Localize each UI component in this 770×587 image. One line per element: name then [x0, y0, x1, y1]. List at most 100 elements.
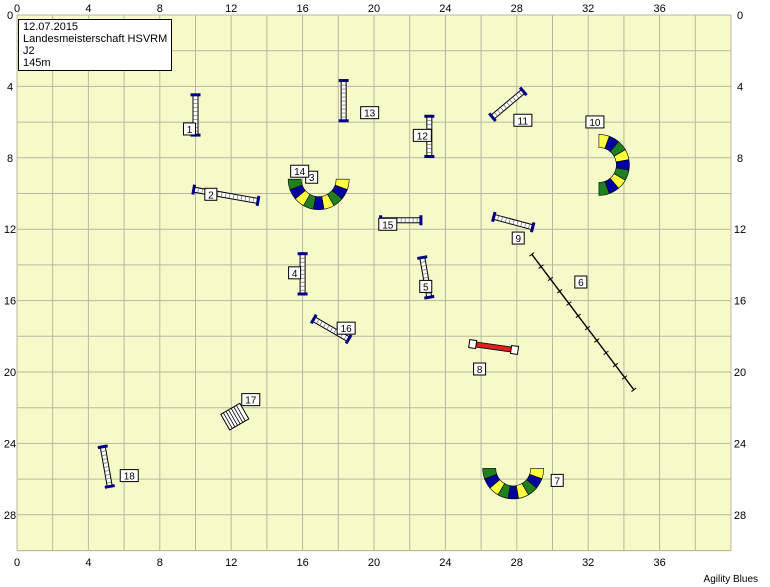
label-box: [204, 187, 218, 201]
obstacle-number: 2: [208, 190, 214, 201]
obstacle-number: 12: [417, 131, 429, 142]
label-box: [513, 113, 533, 127]
jump-bar-stripe: [420, 261, 426, 263]
x-tick-label-top: 16: [296, 3, 308, 15]
jump-bar-stripe: [426, 292, 432, 295]
jump-bar-stripe: [197, 187, 199, 193]
jump-wing: [424, 294, 435, 300]
x-tick-label-top: 20: [368, 3, 380, 15]
jump-bar: [340, 80, 347, 121]
jump-bar-stripe: [102, 458, 108, 460]
course-length: 145m: [23, 57, 51, 69]
jump-bar-stripe: [323, 323, 327, 328]
table-line: [228, 409, 238, 426]
jump-bar-stripe: [217, 191, 219, 197]
weave-pole: [566, 301, 572, 306]
jump-wing: [344, 334, 353, 345]
jump-wing: [424, 155, 435, 159]
event-name: Landesmeisterschaft HSVRM: [23, 33, 168, 45]
tunnel-obstacle: [287, 178, 350, 211]
jump-bar-stripe: [319, 321, 323, 326]
y-tick-label-right: 24: [734, 438, 746, 450]
obstacle-number: 3: [309, 173, 315, 184]
jump-bar-stripe: [316, 319, 320, 324]
jump-bar-stripe: [501, 216, 503, 222]
obstacle-number-label: 1: [183, 122, 196, 136]
jump-obstacle: [309, 314, 353, 345]
jump-bar-stripe: [423, 277, 429, 279]
jump-bar-stripe: [494, 112, 498, 117]
obstacle-number-label: 2: [204, 187, 218, 201]
credit-text: Agility Blues: [703, 574, 758, 585]
weave-pole: [556, 289, 563, 294]
jump-bar-stripe: [224, 192, 227, 198]
obstacle-number: 13: [364, 109, 376, 120]
label-box: [336, 321, 356, 335]
obstacle-number: 18: [124, 472, 136, 483]
jump-bar-stripe: [518, 91, 523, 96]
jump-bar-stripe: [506, 101, 510, 107]
obstacle-number: 10: [589, 118, 601, 129]
label-box: [419, 279, 433, 293]
jump-obstacle: [297, 252, 308, 296]
x-tick-label-top: 36: [653, 3, 665, 15]
a-frame-contact: [468, 339, 478, 350]
obstacle-number-label: 5: [419, 279, 433, 293]
y-tick-label-left: 24: [4, 438, 16, 450]
jump-wing: [424, 114, 435, 118]
jump-obstacle: [97, 444, 115, 489]
jump-wing: [338, 119, 349, 123]
jump-bar-stripe: [106, 481, 112, 484]
weave-pole: [529, 252, 535, 257]
jump-bar-stripe: [528, 223, 530, 229]
y-tick-label-right: 4: [737, 81, 743, 93]
y-tick-label-right: 28: [734, 510, 746, 522]
jump-bar-stripe: [236, 194, 239, 200]
x-tick-label-top: 12: [225, 3, 237, 15]
label-box: [241, 393, 261, 407]
y-tick-label-right: 8: [737, 153, 743, 165]
obstacle-number-label: 9: [511, 231, 525, 245]
jump-bar-stripe: [512, 219, 515, 225]
jump-bar-stripe: [244, 196, 247, 202]
jump-bar-stripe: [104, 470, 110, 472]
x-tick-label-top: 28: [511, 3, 523, 15]
x-tick-label-bottom: 16: [296, 557, 308, 569]
weave-poles: [529, 252, 637, 392]
jump-bar-stripe: [520, 221, 523, 227]
obstacle-number-label: 10: [585, 115, 605, 129]
obstacle-number: 8: [477, 365, 483, 376]
jump-bar-stripe: [503, 104, 507, 109]
x-tick-label-top: 24: [439, 3, 451, 15]
y-tick-label-left: 12: [4, 224, 16, 236]
label-box: [378, 217, 398, 231]
x-tick-label-top: 4: [85, 3, 91, 15]
obstacle-number-label: 11: [513, 113, 533, 127]
jump-bar-stripe: [343, 335, 347, 340]
label-box: [288, 266, 302, 280]
a-frame-contact: [509, 344, 520, 355]
jump-bar-stripe: [101, 450, 107, 452]
obstacle-number-label: 8: [473, 362, 487, 376]
x-tick-label-bottom: 4: [85, 557, 91, 569]
jump-bar-stripe: [333, 329, 337, 334]
y-tick-label-left: 16: [4, 296, 16, 308]
table-top: [220, 402, 250, 431]
jump-bar-stripe: [515, 94, 520, 99]
jump-wing: [338, 79, 349, 83]
jump-bar-stripe: [326, 325, 330, 330]
weave-base: [531, 253, 635, 391]
label-box: [119, 469, 139, 483]
jump-wing: [518, 86, 528, 97]
tunnel-obstacle: [598, 134, 630, 196]
label-box: [473, 362, 487, 376]
course-info-box: 12.07.2015 Landesmeisterschaft HSVRM J2 …: [18, 19, 172, 71]
weave-pole: [547, 276, 554, 282]
jump-bar-stripe: [422, 273, 428, 275]
y-tick-label-left: 20: [4, 367, 16, 379]
obstacle-number: 14: [294, 167, 306, 178]
jump-bar-stripe: [500, 107, 504, 112]
table-line: [235, 405, 246, 422]
obstacle-number: 1: [187, 125, 193, 136]
